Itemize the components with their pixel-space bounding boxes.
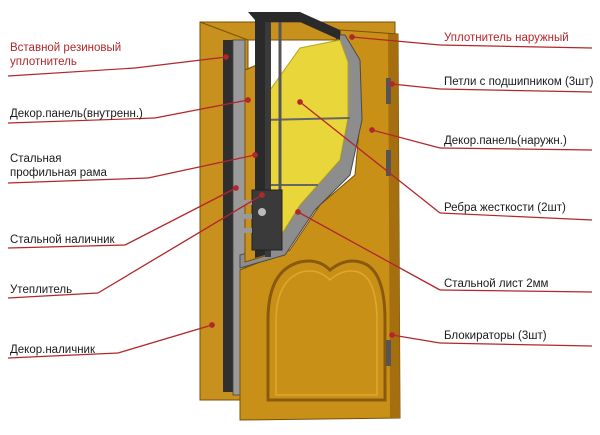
lock-cylinder <box>258 208 266 216</box>
leader-rubber-seal-dot <box>223 54 229 60</box>
ul-rubber-seal <box>7 67 136 77</box>
hinge-1 <box>386 78 391 104</box>
leader-rubber-seal <box>134 56 227 69</box>
rib-1 <box>261 117 351 121</box>
leader-steel-trim <box>124 187 237 246</box>
hinge-2 <box>386 150 391 176</box>
label-outer-panel: Декор.панель(наружн.) <box>444 135 567 147</box>
ul-hinges <box>439 88 593 93</box>
label-outer-seal: Уплотнитель наружный <box>444 32 569 44</box>
leader-outer-seal-dot <box>349 34 355 40</box>
ul-ribs <box>439 212 593 221</box>
leader-decor-trim <box>117 324 213 354</box>
cutaway <box>239 12 363 269</box>
ul-decor-trim <box>7 352 119 359</box>
leader-hinges <box>391 83 441 90</box>
door-edge <box>388 34 400 418</box>
leader-ribs <box>299 101 441 214</box>
leader-steel-trim-dot <box>233 185 239 191</box>
label-inner-panel: Декор.панель(внутренн.) <box>10 108 143 120</box>
leader-inner-panel-dot <box>245 97 251 103</box>
label-steel-trim: Стальной наличник <box>10 234 115 246</box>
leader-insulation-dot <box>259 192 265 198</box>
leader-outer-panel <box>371 129 441 149</box>
leader-blockers <box>391 334 441 344</box>
label-ribs: Ребра жесткости (2шт) <box>444 202 566 214</box>
leader-outer-seal <box>351 36 441 46</box>
leader-steel-frame <box>147 154 256 179</box>
arch-carving <box>266 259 387 402</box>
lock-bolt-1 <box>240 200 252 205</box>
leader-decor-trim-dot <box>209 322 215 328</box>
leader-outer-panel-dot <box>369 127 375 133</box>
ul-outer-panel <box>439 147 593 151</box>
ul-blockers <box>439 342 593 347</box>
frame-post <box>265 22 271 257</box>
ul-insulation <box>7 292 99 299</box>
ul-steel-trim <box>7 244 126 249</box>
arch-inner <box>275 270 378 396</box>
ul-steel-sheet <box>439 289 593 293</box>
lock-bolt-3 <box>240 228 252 233</box>
label-blockers: Блокираторы (3шт) <box>444 330 547 342</box>
ul-inner-panel <box>7 117 156 124</box>
leader-steel-frame-dot <box>252 152 258 158</box>
label-insulation: Утеплитель <box>10 284 73 296</box>
lock-block <box>251 189 283 251</box>
label-hinges: Петли с подшипником (3шт) <box>444 76 594 88</box>
lock-bolt-2 <box>240 214 252 219</box>
leader-blockers-dot <box>389 332 395 338</box>
label-steel-sheet: Стальной лист 2мм <box>444 278 549 290</box>
leader-insulation <box>97 194 263 294</box>
ul-outer-seal <box>439 44 593 49</box>
leader-steel-sheet-dot <box>295 209 301 215</box>
leader-hinges-dot <box>389 81 395 87</box>
hinge-3 <box>386 340 391 366</box>
label-underlines <box>7 44 593 359</box>
leader-lines <box>97 34 441 354</box>
leader-steel-sheet <box>297 211 441 291</box>
leader-ribs-dot <box>297 99 303 105</box>
label-decor-trim: Декор.наличник <box>10 344 96 356</box>
leader-inner-panel <box>154 99 249 119</box>
ul-steel-frame <box>7 177 149 184</box>
